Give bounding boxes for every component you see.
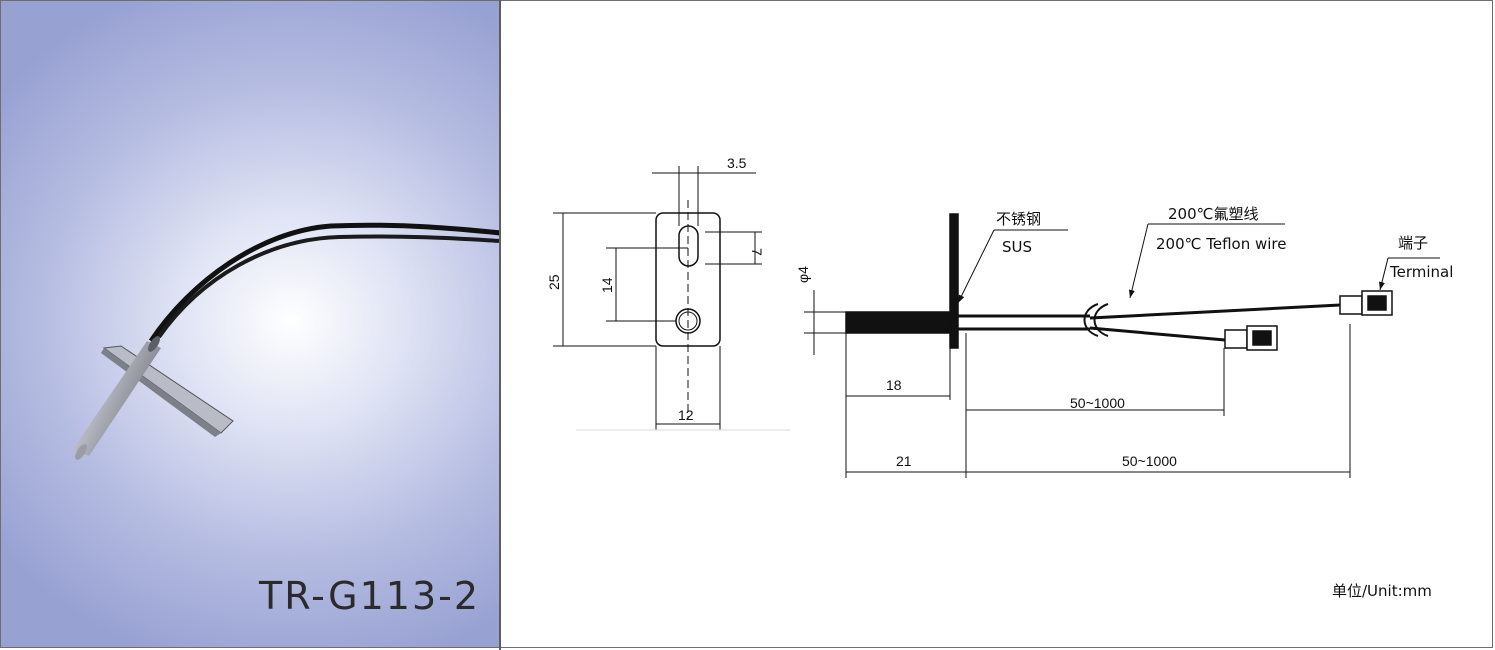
dim-probe-18: 18	[886, 377, 902, 393]
callout-terminal-en: Terminal	[1389, 263, 1453, 281]
product-photo	[73, 222, 499, 460]
panel-divider	[499, 0, 501, 650]
terminal-short	[1224, 325, 1278, 351]
dim-slot-width: 3.5	[727, 155, 747, 171]
dim-probe-21: 21	[896, 453, 912, 469]
side-view	[804, 213, 1440, 478]
front-view	[553, 166, 790, 431]
dim-width: 12	[678, 407, 694, 423]
dim-diameter: φ4	[795, 266, 811, 283]
probe-body	[845, 311, 957, 334]
callout-material-cn: 不锈钢	[996, 210, 1041, 228]
callout-material-en: SUS	[1002, 238, 1032, 256]
steel-probe	[73, 336, 161, 460]
dim-hole-spacing: 14	[599, 277, 615, 293]
model-number: TR-G113-2	[259, 574, 481, 618]
terminal-long	[1339, 290, 1393, 316]
unit-label: 单位/Unit:mm	[1332, 582, 1432, 600]
dim-slot-height: 7	[749, 248, 765, 256]
product-photo-panel: TR-G113-2	[1, 1, 499, 647]
dim-wire-short: 50~1000	[1070, 395, 1125, 411]
callout-wire-en: 200℃ Teflon wire	[1156, 235, 1287, 253]
break-mark	[1083, 303, 1099, 337]
plate-profile	[949, 213, 959, 349]
cable	[148, 222, 499, 343]
callout-wire-cn: 200℃氟塑线	[1168, 205, 1258, 223]
dim-wire-long: 50~1000	[1122, 453, 1177, 469]
dim-total-height: 25	[546, 274, 562, 290]
cable-second-wire	[157, 234, 499, 339]
callout-terminal-cn: 端子	[1398, 234, 1428, 252]
